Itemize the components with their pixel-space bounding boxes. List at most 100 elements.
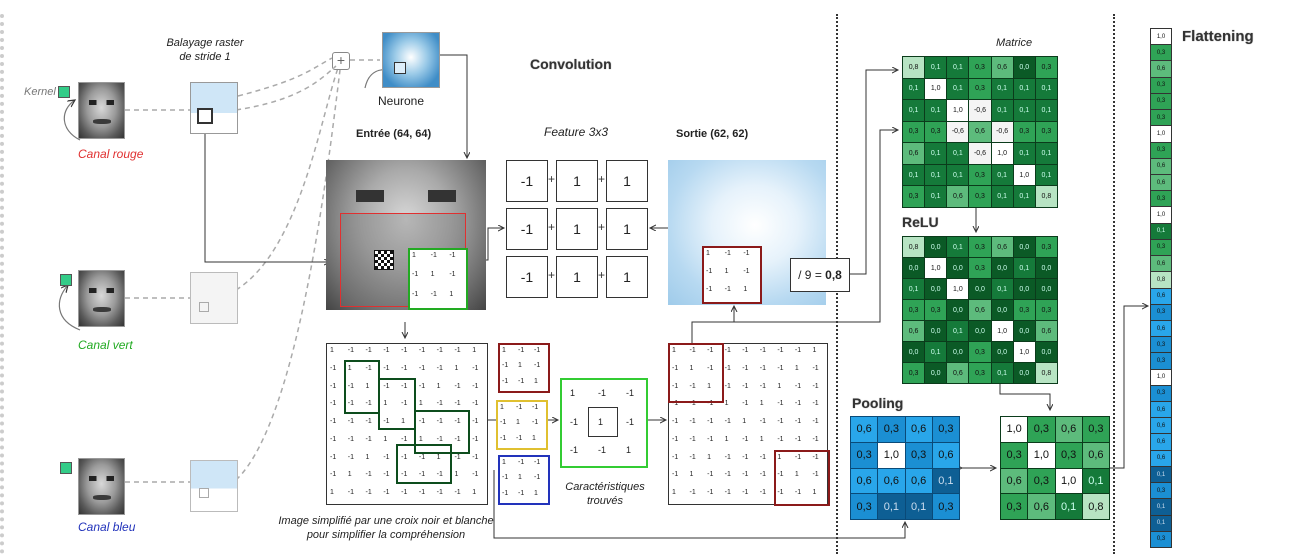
matrice-cell: 0,3 <box>969 78 991 100</box>
caption-text: Image simplifié par une croix noir et bl… <box>278 515 494 541</box>
input-grid-value: -1 <box>418 347 426 354</box>
output-grid-value: 1 <box>812 489 817 497</box>
mini-kernel-value: 1 <box>518 362 522 370</box>
pooling-title: Pooling <box>852 395 904 411</box>
input-grid-value: -1 <box>436 418 443 426</box>
input-grid-value: -1 <box>472 382 479 390</box>
output-grid-value: -1 <box>724 453 731 461</box>
matrice-cell: 0,3 <box>903 121 925 143</box>
feature-cell: 1 <box>606 256 648 298</box>
matrice-cell: 0,1 <box>947 143 969 164</box>
cross-path-3 <box>414 410 470 454</box>
output-grid-value: -1 <box>777 471 784 479</box>
input-patch-value: 1 <box>430 271 435 279</box>
output-grid-value: -1 <box>794 418 802 426</box>
input-grid-value: -1 <box>383 418 390 426</box>
plus-sign: + <box>598 268 606 282</box>
mini-kernel-value: -1 <box>532 419 539 427</box>
mini-kernel-value: 1 <box>518 474 522 482</box>
input-grid-value: -1 <box>418 364 426 372</box>
matrice-cell: 0,1 <box>991 78 1013 100</box>
flatten-cell: 0,3 <box>1151 385 1171 402</box>
pooling-cell: 0,6 <box>932 442 959 468</box>
flatten-cell: 1,0 <box>1151 29 1171 45</box>
input-checker-icon <box>374 250 394 270</box>
flatten-cell: 0,6 <box>1151 418 1171 434</box>
input-grid-value: -1 <box>472 418 479 426</box>
input-grid-value: -1 <box>347 382 354 390</box>
relu-cell: 0,0 <box>991 300 1013 320</box>
flatten-cell: 1,0 <box>1151 126 1171 142</box>
input-grid-value: -1 <box>436 347 443 354</box>
feature-cell: 1 <box>606 160 648 202</box>
input-grid-value: 1 <box>383 435 388 443</box>
output-grid-value: -1 <box>672 471 679 479</box>
input-grid-value: -1 <box>365 471 372 479</box>
flatten-cell: 0,6 <box>1151 256 1171 272</box>
raster-window-green <box>199 302 209 312</box>
output-grid-value: -1 <box>777 364 784 372</box>
input-grid-value: 1 <box>436 382 441 390</box>
input-green-patch <box>408 248 468 310</box>
kernel-icon-green <box>60 274 72 286</box>
matrice-cell: 0,3 <box>1013 121 1035 143</box>
cross-path-1 <box>344 360 380 414</box>
output-grid-value: -1 <box>724 418 731 426</box>
flatten-cell: 0,3 <box>1151 93 1171 110</box>
output-grid-value: -1 <box>812 418 819 426</box>
relu-cell: 0,0 <box>1035 258 1057 278</box>
output-grid-value: -1 <box>794 347 802 354</box>
output-grid-value: 1 <box>672 489 676 497</box>
output-grid-value: 1 <box>794 471 799 479</box>
entree-label: Entrée (64, 64) <box>356 128 432 140</box>
input-grid-value: -1 <box>436 435 443 443</box>
relu-cell: 0,3 <box>969 363 991 383</box>
relu-cell: 0,6 <box>991 237 1013 257</box>
mini-kernel-value: -1 <box>502 362 509 370</box>
input-grid-value: -1 <box>472 453 479 461</box>
matrice-cell: 0,3 <box>969 57 991 78</box>
input-grid-value: -1 <box>418 489 426 497</box>
input-grid-value: -1 <box>347 489 354 497</box>
input-grid-value: 1 <box>365 453 370 461</box>
output-grid-value: -1 <box>794 382 802 390</box>
input-patch-value: -1 <box>412 271 419 279</box>
relu-cell: 0,0 <box>1013 321 1035 341</box>
face-green-channel <box>78 270 125 327</box>
pooling-cell: 0,3 <box>932 494 959 519</box>
mini-kernel-value: 1 <box>500 404 504 411</box>
input-grid-value: -1 <box>418 453 426 461</box>
output-grid-value: -1 <box>812 435 819 443</box>
flatten-cell: 0,3 <box>1151 77 1171 93</box>
relu-cell: 0,0 <box>947 300 969 320</box>
relu-cell: 0,0 <box>947 258 969 278</box>
output-grid-value: -1 <box>689 418 696 426</box>
relu-cell: 0,0 <box>1035 342 1057 362</box>
matrice-cell: 0,1 <box>1013 143 1035 164</box>
pooled-green-cell: 0,3 <box>1028 417 1055 442</box>
mini-kernel-value: -1 <box>518 377 525 385</box>
found-feature-value: -1 <box>626 416 635 427</box>
matrice-cell: 0,1 <box>903 100 925 121</box>
matrice-cell: 0,0 <box>1013 57 1035 78</box>
mini-kernel-value: -1 <box>502 474 509 482</box>
feature-cell: 1 <box>556 256 598 298</box>
output-grid-value: -1 <box>724 471 731 479</box>
input-grid-value: -1 <box>365 364 372 372</box>
feature-cell: 1 <box>606 208 648 250</box>
pooling-cell: 1,0 <box>878 442 905 468</box>
relu-cell: 0,3 <box>1035 237 1057 257</box>
output-grid-value: -1 <box>672 435 679 443</box>
feature-cell: -1 <box>506 160 548 202</box>
input-grid-value: -1 <box>454 418 461 426</box>
output-grid-value: -1 <box>707 364 714 372</box>
output-grid-value: -1 <box>707 489 714 497</box>
flatten-cell: 0,6 <box>1151 402 1171 418</box>
relu-cell: 0,1 <box>991 279 1013 299</box>
input-grid-value: 1 <box>347 364 352 372</box>
input-grid-value: -1 <box>365 435 372 443</box>
output-grid-value: -1 <box>812 471 819 479</box>
flatten-cell: 0,1 <box>1151 499 1171 515</box>
